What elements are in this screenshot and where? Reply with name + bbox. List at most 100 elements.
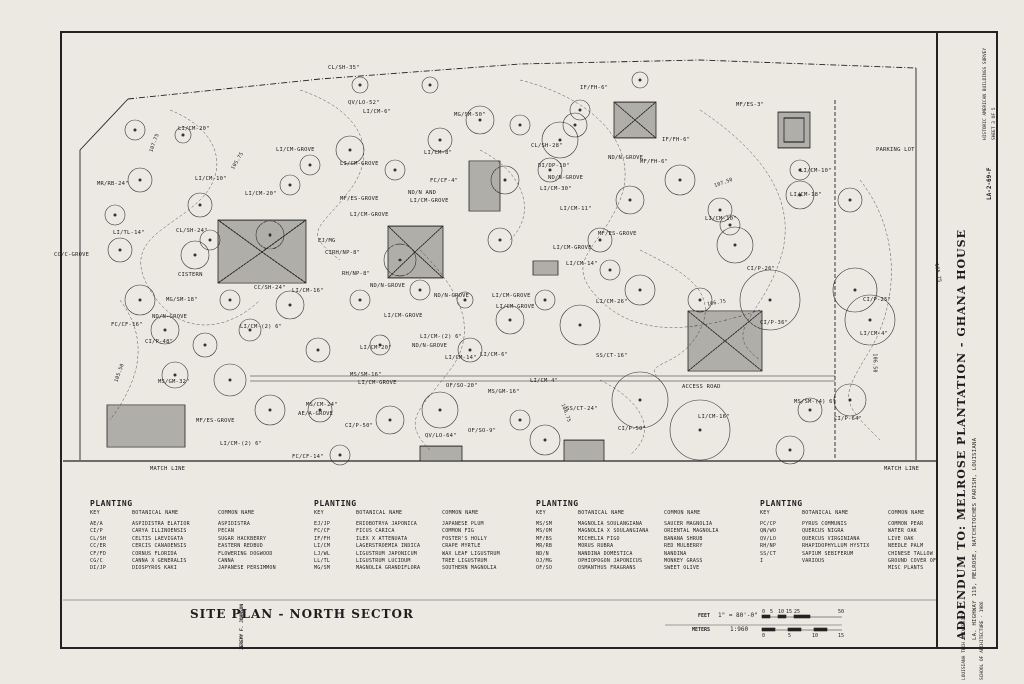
tree-canopy — [719, 214, 741, 236]
legend-common: NEEDLE PALM — [888, 543, 924, 550]
tree-canopy — [307, 397, 333, 423]
tree-canopy — [490, 165, 520, 195]
title-survey: HISTORIC AMERICAN BUILDINGS SURVEY — [983, 47, 988, 140]
feet-tick: 25 — [794, 609, 801, 615]
title-block — [938, 31, 998, 649]
legend-common: ORIENTAL MAGNOLIA — [664, 528, 719, 535]
legend-botanical: MICHELIA FIGO — [578, 535, 620, 542]
tree-canopy — [107, 237, 133, 263]
legend-key: MG/SM — [314, 565, 331, 572]
tree-canopy — [238, 318, 262, 342]
tree-canopy — [305, 337, 331, 363]
tree-canopy — [255, 220, 285, 250]
tree-trunk — [358, 83, 362, 87]
tree-canopies — [104, 71, 896, 466]
meter-tick: 10 — [812, 633, 819, 639]
tree-trunk — [133, 128, 137, 132]
feet-tick: 15 — [786, 609, 793, 615]
legend-header-botanical: BOTANICAL NAME — [802, 510, 849, 516]
tree-trunk — [378, 343, 382, 347]
legend-botanical: DIOSPYROS KAKI — [132, 565, 177, 572]
tree-trunk — [733, 243, 737, 247]
plan-label-mf-es-grove-b: MF/ES-GROVE — [598, 231, 637, 237]
legend-title: PLANTING — [536, 499, 579, 508]
title-sheet: SHEET 3 OF 5 — [992, 107, 997, 140]
legend-key: MF/BS — [536, 535, 553, 542]
legend-botanical: CORNUS FLORIDA — [132, 550, 177, 557]
legend-common: WAX LEAF LIGUSTRUM — [442, 550, 500, 557]
plan-label-qv-lo-64: QV/LO-64" — [425, 433, 457, 439]
plan-label-cl-sh-28: CL/SH-28" — [531, 143, 563, 149]
plan-label-ms-gm-32: MS/GM-32" — [158, 379, 190, 385]
plan-label-li-cm-grove-g: LI/CM-GROVE — [496, 304, 535, 310]
tree-trunk — [848, 198, 852, 202]
legend-common: SWEET OLIVE — [664, 565, 700, 572]
tree-canopy — [587, 227, 613, 253]
tree-trunk — [308, 163, 312, 167]
tree-trunk — [543, 438, 547, 442]
plan-label-nd-n-grove-e: ND/N-GROVE — [152, 314, 188, 320]
tree-canopy — [187, 192, 213, 218]
scale-metric: 1:960 — [730, 626, 749, 633]
legend-common: EASTERN REDBUD — [218, 543, 263, 550]
tree-canopy — [615, 185, 645, 215]
tree-trunk — [638, 398, 642, 402]
tree-trunk — [608, 268, 612, 272]
legend-common: LIVE OAK — [888, 535, 914, 542]
contour-label: 106.50 — [871, 353, 878, 373]
plan-label-ci-p-36: CI/P-36" — [760, 320, 789, 326]
tree-trunk — [181, 133, 185, 137]
plan-label-ci-p-50a: CI/P-50" — [345, 423, 374, 429]
plan-label-li-tl-14: LI/TL-14" — [113, 230, 145, 236]
tree-trunk — [798, 168, 802, 172]
legend-key: FC/CF — [314, 528, 331, 535]
legend-header-key: KEY — [314, 510, 324, 516]
legend-header-botanical: BOTANICAL NAME — [356, 510, 403, 516]
legend-common: SUGAR HACKBERRY — [218, 535, 267, 542]
plan-label-mf-es-grove: MF/ES-GROVE — [340, 196, 379, 202]
plan-label-ci-p-64: CI/P-64" — [834, 416, 863, 422]
legend-key: QV/LO — [760, 535, 777, 542]
main-house — [217, 219, 307, 284]
tree-canopy — [421, 76, 439, 94]
plan-label-rh-np-8: RH/NP-8" — [342, 271, 371, 277]
legend-key: EJ/JP — [314, 521, 331, 527]
plan-label-qv-lo-52: QV/LO-52" — [348, 100, 380, 106]
title-main: ADDENDUM TO: MELROSE PLANTATION - GHANA … — [955, 229, 968, 640]
tree-canopy — [537, 157, 563, 183]
title-school: LOUISIANA TECH UNIVERSITY — [962, 612, 967, 680]
scale-feet-label: FEET — [698, 613, 711, 619]
property-boundary — [63, 59, 936, 462]
match-line-right: MATCH LINE — [884, 466, 920, 472]
tree-trunk — [498, 238, 502, 242]
plan-label-if-fh-6b: IF/FH-6" — [662, 137, 691, 143]
tree-canopy — [624, 274, 656, 306]
tree-trunk — [318, 408, 322, 412]
legend-key: IF/FH — [314, 535, 331, 542]
plan-label-of-so-9: OF/SO-9" — [468, 428, 497, 434]
legend-key: QN/WO — [760, 528, 777, 535]
legend-common: CANNA — [218, 558, 235, 564]
tree-canopy — [465, 105, 495, 135]
plan-label-ms-sm-16: MS/SM-16" — [350, 372, 382, 378]
legend-common: TREE LIGUSTRUM — [442, 558, 487, 564]
tree-canopy — [174, 126, 192, 144]
tree-canopy — [409, 279, 431, 301]
plan-label-li-cm-grove-h: LI/CM-GROVE — [384, 313, 423, 319]
legend-botanical: MAGNOLIA GRANDIFLORA — [356, 565, 421, 572]
tree-trunk — [198, 203, 202, 207]
building-7 — [106, 404, 186, 448]
legend-common: JAPANESE PERSIMMON — [218, 565, 276, 572]
legend-common: FLOWERING DOGWOOD — [218, 550, 273, 557]
tree-trunk — [268, 233, 272, 237]
plan-label-parking-lot: PARKING LOT — [876, 147, 915, 153]
plan-label-cl-sh-35: CL/SH-35" — [328, 65, 360, 71]
tree-canopy — [631, 71, 649, 89]
tree-canopy — [349, 289, 371, 311]
feet-tick: 0 — [762, 609, 766, 615]
legend-key: CL/SH — [90, 535, 107, 542]
legend-botanical: PYRUS COMMUNIS — [802, 521, 847, 527]
plan-label-mf-es-3: MF/ES-3" — [736, 102, 765, 108]
tree-trunk — [698, 298, 702, 302]
legend-common: JAPANESE PLUM — [442, 521, 484, 527]
